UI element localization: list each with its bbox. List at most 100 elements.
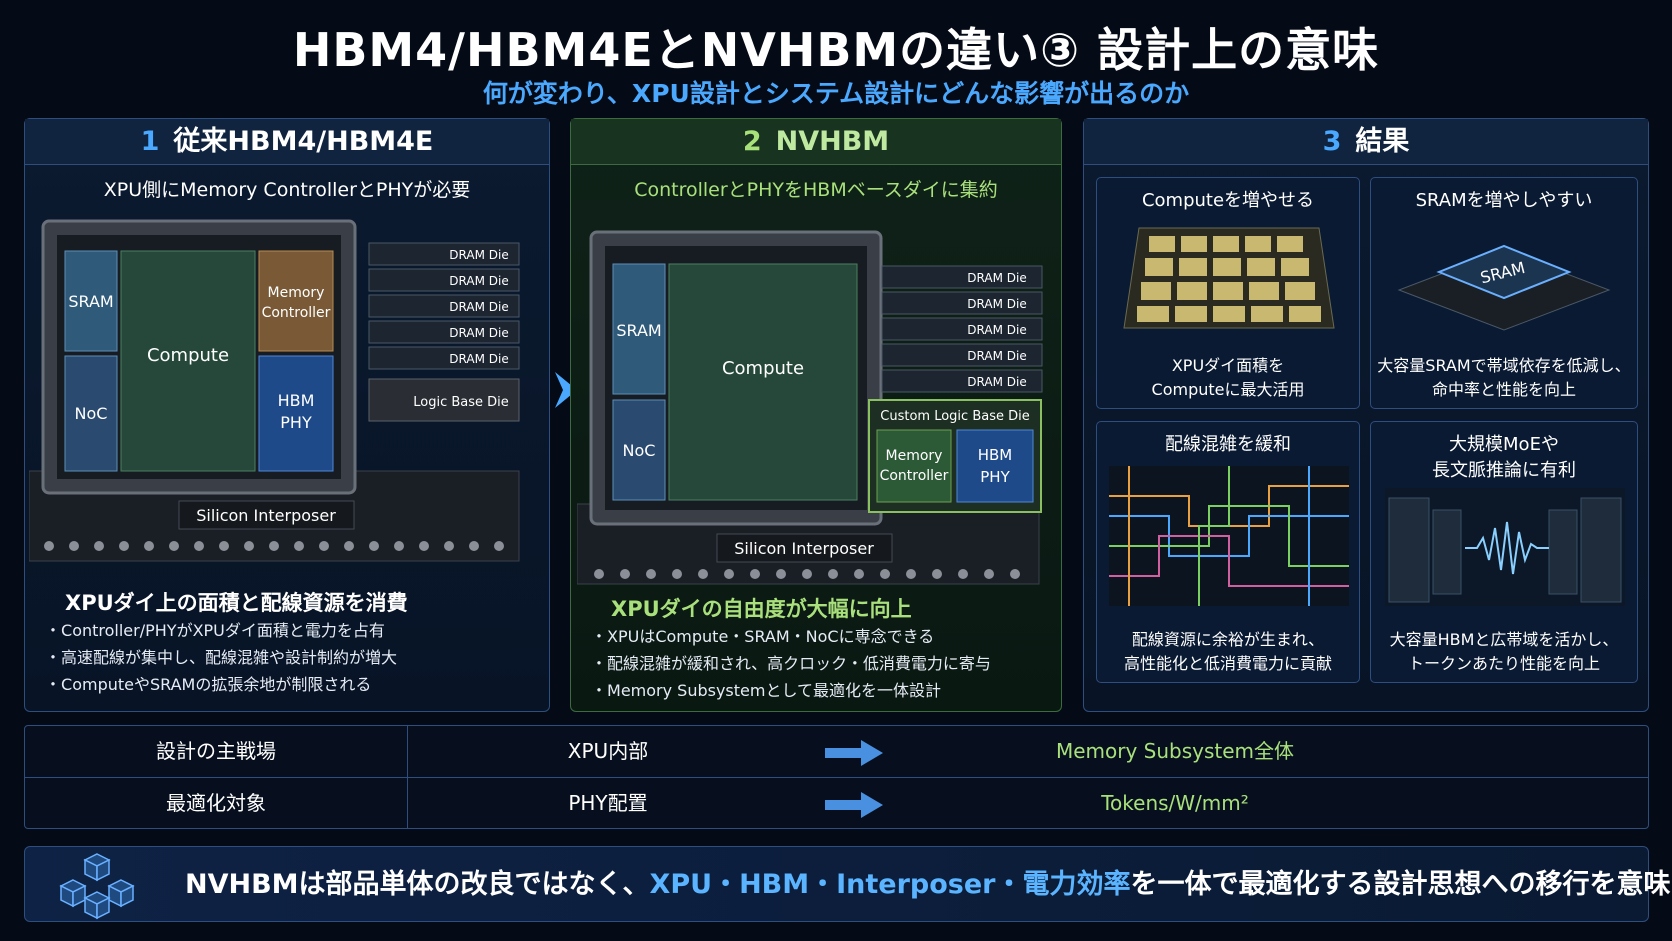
conclusion-banner: NVHBMは部品単体の改良ではなく、XPU・HBM・Interposer・電力効… [24, 846, 1672, 922]
page-title: HBM4/HBM4EとNVHBMの違い③ 設計上の意味 [292, 23, 1380, 77]
wiring-traces-icon [1109, 466, 1349, 606]
card-desc-line: 大容量SRAMで帯域依存を低減し、 [1377, 356, 1631, 375]
bullets-title: XPUダイ上の面積と配線資源を消費 [65, 591, 408, 615]
memory-controller-block [258, 250, 334, 352]
hbm-phy-block [956, 429, 1034, 503]
dram-label: DRAM Die [449, 300, 508, 314]
mc-label-1: Memory [268, 285, 325, 301]
panel-header: 2 NVHBM [571, 119, 1061, 165]
dram-label: DRAM Die [967, 375, 1026, 389]
dram-label: DRAM Die [967, 297, 1026, 311]
interposer-bumps [594, 569, 1020, 579]
dram-label: DRAM Die [449, 274, 508, 288]
table-from-value: PHY配置 [568, 791, 648, 815]
hbm-label-1: HBM [278, 391, 315, 410]
panel-header: 3 結果 [1084, 119, 1648, 165]
result-card-moe: 大規模MoEや 長文脈推論に有利 大容量HBMと広帯域を活かし、 トークンあたり… [1370, 421, 1638, 683]
panel-number: 2 [742, 126, 762, 157]
card-title-line2: 長文脈推論に有利 [1432, 460, 1576, 481]
custom-logic-label: Custom Logic Base Die [880, 409, 1029, 424]
panel-caption: ControllerとPHYをHBMベースダイに集約 [634, 179, 998, 201]
panel-title: NVHBM [775, 126, 890, 157]
memory-controller-block [876, 429, 952, 503]
cube-network-icon [59, 853, 135, 920]
comparison-table: 設計の主戦場 XPU内部 Memory Subsystem全体 最適化対象 PH… [24, 725, 1649, 829]
conclusion-highlight: XPU・HBM・Interposer・電力効率 [649, 869, 1131, 900]
table-row: 最適化対象 PHY配置 Tokens/W/mm² [25, 777, 1648, 829]
bullet-list: XPUはCompute・SRAM・NoCに専念できる 配線混雑が緩和され、高クロ… [591, 623, 991, 704]
noc-label: NoC [623, 441, 656, 460]
panel-caption: XPU側にMemory ControllerとPHYが必要 [103, 179, 471, 201]
panel-number: 3 [1322, 126, 1342, 157]
dram-stack: DRAM Die DRAM Die DRAM Die DRAM Die DRAM… [368, 242, 520, 422]
bullet-list: Controller/PHYがXPUダイ面積と電力を占有 高速配線が集中し、配線… [45, 617, 397, 698]
sram-label: SRAM [616, 321, 661, 340]
card-desc-line: 高性能化と低消費電力に貢献 [1123, 654, 1332, 673]
card-description: XPUダイ面積を Computeに最大活用 [1097, 354, 1359, 402]
datacenter-waveform-icon [1385, 488, 1625, 606]
result-card-sram: SRAMを増やしやすい SRAM 大容量SRAMで帯域依存を低減し、 命中率と性… [1370, 177, 1638, 409]
hbm-label-2: PHY [980, 468, 1010, 486]
hbm-label-2: PHY [280, 413, 312, 432]
card-title: Computeを増やせる [1141, 190, 1315, 211]
dram-label: DRAM Die [967, 323, 1026, 337]
noc-block [64, 355, 118, 472]
bullet-item: 高速配線が集中し、配線混雑や設計制約が増大 [45, 644, 397, 671]
dram-label: DRAM Die [449, 352, 508, 366]
mc-label-2: Controller [880, 468, 949, 484]
card-desc-line: 命中率と性能を向上 [1431, 380, 1576, 399]
sram-chip-icon: SRAM [1397, 244, 1611, 331]
conclusion-pre: NVHBMは部品単体の改良ではなく、 [185, 869, 650, 900]
card-desc-line: Computeに最大活用 [1151, 380, 1305, 399]
card-desc-line: トークンあたり性能を向上 [1407, 654, 1600, 673]
conclusion-text: NVHBMは部品単体の改良ではなく、XPU・HBM・Interposer・電力効… [185, 847, 1672, 923]
dram-stack: DRAM Die DRAM Die DRAM Die DRAM Die DRAM… [881, 265, 1043, 393]
card-desc-line: 配線資源に余裕が生まれ、 [1131, 630, 1325, 649]
conclusion-post: を一体で最適化する設計思想への移行を意味する。 [1130, 869, 1672, 900]
dram-label: DRAM Die [449, 248, 508, 262]
chevron-right-icon [555, 372, 577, 408]
compute-label: Compute [147, 345, 229, 366]
arrow-right-icon [825, 740, 883, 766]
hbm-phy-block [258, 355, 334, 472]
card-title: 配線混雑を緩和 [1165, 434, 1291, 455]
hbm-label-1: HBM [978, 446, 1013, 464]
conventional-hbm-illustration: Silicon Interposer SRAM Compute NoC Memo… [29, 219, 520, 562]
noc-block [612, 399, 666, 501]
bullet-item: Controller/PHYがXPUダイ面積と電力を占有 [45, 617, 397, 644]
panel-title: 従来HBM4/HBM4E [173, 126, 434, 157]
page-subtitle: 何が変わり、XPU設計とシステム設計にどんな影響が出るのか [482, 79, 1190, 108]
table-row-label: 設計の主戦場 [25, 726, 408, 777]
panel-title: 結果 [1355, 126, 1410, 157]
bullets-title: XPUダイの自由度が大幅に向上 [611, 597, 912, 621]
interposer-bumps [44, 541, 504, 551]
logic-base-die-label: Logic Base Die [413, 395, 509, 410]
dram-label: DRAM Die [967, 349, 1026, 363]
table-row: 設計の主戦場 XPU内部 Memory Subsystem全体 [25, 726, 1648, 777]
card-description: 大容量SRAMで帯域依存を低減し、 命中率と性能を向上 [1371, 354, 1637, 402]
nvhbm-illustration: Silicon Interposer SRAM Compute NoC DRAM… [577, 230, 1043, 585]
bullet-item: ComputeやSRAMの拡張余地が制限される [45, 671, 397, 698]
noc-label: NoC [75, 404, 108, 423]
dram-label: DRAM Die [449, 326, 508, 340]
dram-label: DRAM Die [967, 271, 1026, 285]
bullet-item: Memory Subsystemとして最適化を一体設計 [591, 677, 991, 704]
card-title: 大規模MoEや [1449, 434, 1559, 455]
panel-results: 3 結果 Computeを増やせる XPUダイ面積を Computeに最大活用 S… [1083, 118, 1649, 712]
card-desc-line: 大容量HBMと広帯域を活かし、 [1389, 630, 1619, 649]
mc-label-1: Memory [886, 448, 943, 464]
card-description: 配線資源に余裕が生まれ、 高性能化と低消費電力に貢献 [1097, 628, 1359, 676]
card-description: 大容量HBMと広帯域を活かし、 トークンあたり性能を向上 [1371, 628, 1637, 676]
compute-block [668, 263, 858, 501]
logic-base-die [368, 378, 520, 422]
sram-label: SRAM [68, 292, 113, 311]
result-card-compute: Computeを増やせる XPUダイ面積を Computeに最大活用 [1096, 177, 1360, 409]
arrow-right-icon [825, 792, 883, 818]
card-title: SRAMを増やしやすい [1415, 190, 1593, 211]
table-to-value: Memory Subsystem全体 [1055, 739, 1295, 763]
compute-block [120, 250, 256, 472]
panel-nvhbm: 2 NVHBM ControllerとPHYをHBMベースダイに集約 Silico… [570, 118, 1062, 712]
compute-label: Compute [722, 358, 804, 379]
